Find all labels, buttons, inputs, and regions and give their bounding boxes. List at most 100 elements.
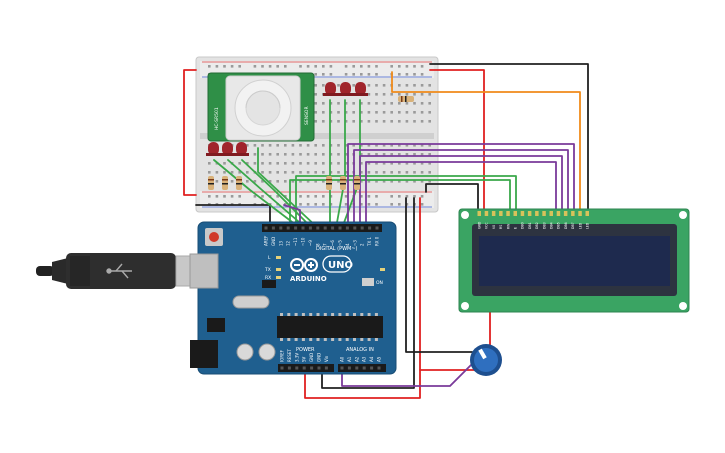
rail-hole[interactable] <box>208 195 211 198</box>
lcd-pin[interactable] <box>520 211 525 216</box>
breadboard-hole[interactable] <box>390 171 393 174</box>
resistor[interactable] <box>236 176 242 190</box>
rail-hole[interactable] <box>299 203 302 206</box>
header-pin[interactable] <box>362 366 366 370</box>
lcd-pin[interactable] <box>527 211 532 216</box>
breadboard-hole[interactable] <box>375 93 378 96</box>
breadboard-hole[interactable] <box>352 120 355 123</box>
breadboard-hole[interactable] <box>413 84 416 87</box>
lcd-pin[interactable] <box>491 211 496 216</box>
rail-hole[interactable] <box>261 195 264 198</box>
breadboard-hole[interactable] <box>291 144 295 147</box>
wire-black-pot[interactable] <box>405 197 473 353</box>
wire-green-led2[interactable] <box>227 159 307 229</box>
wire-green-lcd2[interactable] <box>289 179 511 229</box>
breadboard-hole[interactable] <box>360 144 363 147</box>
breadboard-hole[interactable] <box>314 153 317 156</box>
breadboard-hole[interactable] <box>375 144 378 147</box>
breadboard-hole[interactable] <box>314 144 317 147</box>
wire-green-led1[interactable] <box>213 159 301 229</box>
breadboard-hole[interactable] <box>420 84 424 87</box>
breadboard-hole[interactable] <box>360 120 363 123</box>
rail-hole[interactable] <box>367 195 371 198</box>
breadboard-hole[interactable] <box>390 180 393 183</box>
rail-hole[interactable] <box>360 73 363 76</box>
breadboard-hole[interactable] <box>337 120 340 123</box>
rail-hole[interactable] <box>230 65 234 68</box>
lcd-pin[interactable] <box>578 211 582 216</box>
breadboard-hole[interactable] <box>329 120 333 123</box>
breadboard-hole[interactable] <box>306 171 310 174</box>
breadboard-hole[interactable] <box>352 111 355 114</box>
breadboard-hole[interactable] <box>405 153 409 156</box>
breadboard-hole[interactable] <box>398 120 401 123</box>
breadboard-hole[interactable] <box>390 120 393 123</box>
rail-hole[interactable] <box>420 73 424 76</box>
rail-hole[interactable] <box>253 65 257 68</box>
breadboard-hole[interactable] <box>428 102 431 105</box>
rail-hole[interactable] <box>360 195 363 198</box>
breadboard-hole[interactable] <box>322 180 325 183</box>
breadboard-hole[interactable] <box>420 162 424 165</box>
rail-hole[interactable] <box>420 65 424 68</box>
rail-hole[interactable] <box>344 73 348 76</box>
rail-hole[interactable] <box>230 195 234 198</box>
rail-hole[interactable] <box>344 203 348 206</box>
breadboard-hole[interactable] <box>367 111 371 114</box>
breadboard-hole[interactable] <box>398 153 401 156</box>
rail-hole[interactable] <box>398 195 401 198</box>
breadboard-hole[interactable] <box>344 171 348 174</box>
rail-hole[interactable] <box>405 73 409 76</box>
breadboard-hole[interactable] <box>268 153 272 156</box>
breadboard-hole[interactable] <box>367 144 371 147</box>
breadboard-hole[interactable] <box>215 180 219 183</box>
breadboard-hole[interactable] <box>253 162 257 165</box>
header-pin[interactable] <box>280 366 284 370</box>
breadboard-hole[interactable] <box>390 144 393 147</box>
breadboard-hole[interactable] <box>322 162 325 165</box>
breadboard-hole[interactable] <box>208 162 211 165</box>
rail-hole[interactable] <box>390 195 393 198</box>
breadboard-hole[interactable] <box>398 180 401 183</box>
rail-hole[interactable] <box>223 65 226 68</box>
rail-hole[interactable] <box>314 73 317 76</box>
breadboard-hole[interactable] <box>276 171 279 174</box>
breadboard-hole[interactable] <box>352 144 355 147</box>
breadboard-hole[interactable] <box>329 171 333 174</box>
wire-purple-4[interactable] <box>365 161 557 229</box>
breadboard-hole[interactable] <box>306 180 310 183</box>
breadboard-hole[interactable] <box>352 84 355 87</box>
breadboard-hole[interactable] <box>261 180 264 183</box>
header-pin[interactable] <box>316 226 320 230</box>
led-red[interactable] <box>220 142 235 156</box>
breadboard-hole[interactable] <box>329 111 333 114</box>
rail-hole[interactable] <box>314 203 317 206</box>
breadboard-hole[interactable] <box>382 84 386 87</box>
breadboard-hole[interactable] <box>215 171 219 174</box>
header-pin[interactable] <box>368 226 372 230</box>
header-pin[interactable] <box>302 366 306 370</box>
breadboard-hole[interactable] <box>382 144 386 147</box>
header-pin[interactable] <box>323 226 327 230</box>
breadboard-hole[interactable] <box>238 162 241 165</box>
breadboard-hole[interactable] <box>337 111 340 114</box>
led-red[interactable] <box>338 82 353 96</box>
header-pin[interactable] <box>286 226 290 230</box>
breadboard-hole[interactable] <box>413 162 416 165</box>
rail-hole[interactable] <box>344 65 348 68</box>
rail-hole[interactable] <box>360 65 363 68</box>
rail-hole[interactable] <box>375 73 378 76</box>
header-pin[interactable] <box>340 366 344 370</box>
lcd-pin[interactable] <box>549 211 554 216</box>
breadboard-hole[interactable] <box>246 144 249 147</box>
rail-hole[interactable] <box>344 195 348 198</box>
breadboard-hole[interactable] <box>337 102 340 105</box>
breadboard-hole[interactable] <box>268 180 272 183</box>
wire-orange[interactable] <box>391 71 581 216</box>
breadboard-hole[interactable] <box>261 153 264 156</box>
wire-purple-3[interactable] <box>359 155 563 229</box>
breadboard-hole[interactable] <box>322 171 325 174</box>
rail-hole[interactable] <box>215 65 219 68</box>
breadboard-hole[interactable] <box>428 153 431 156</box>
rail-hole[interactable] <box>405 203 409 206</box>
